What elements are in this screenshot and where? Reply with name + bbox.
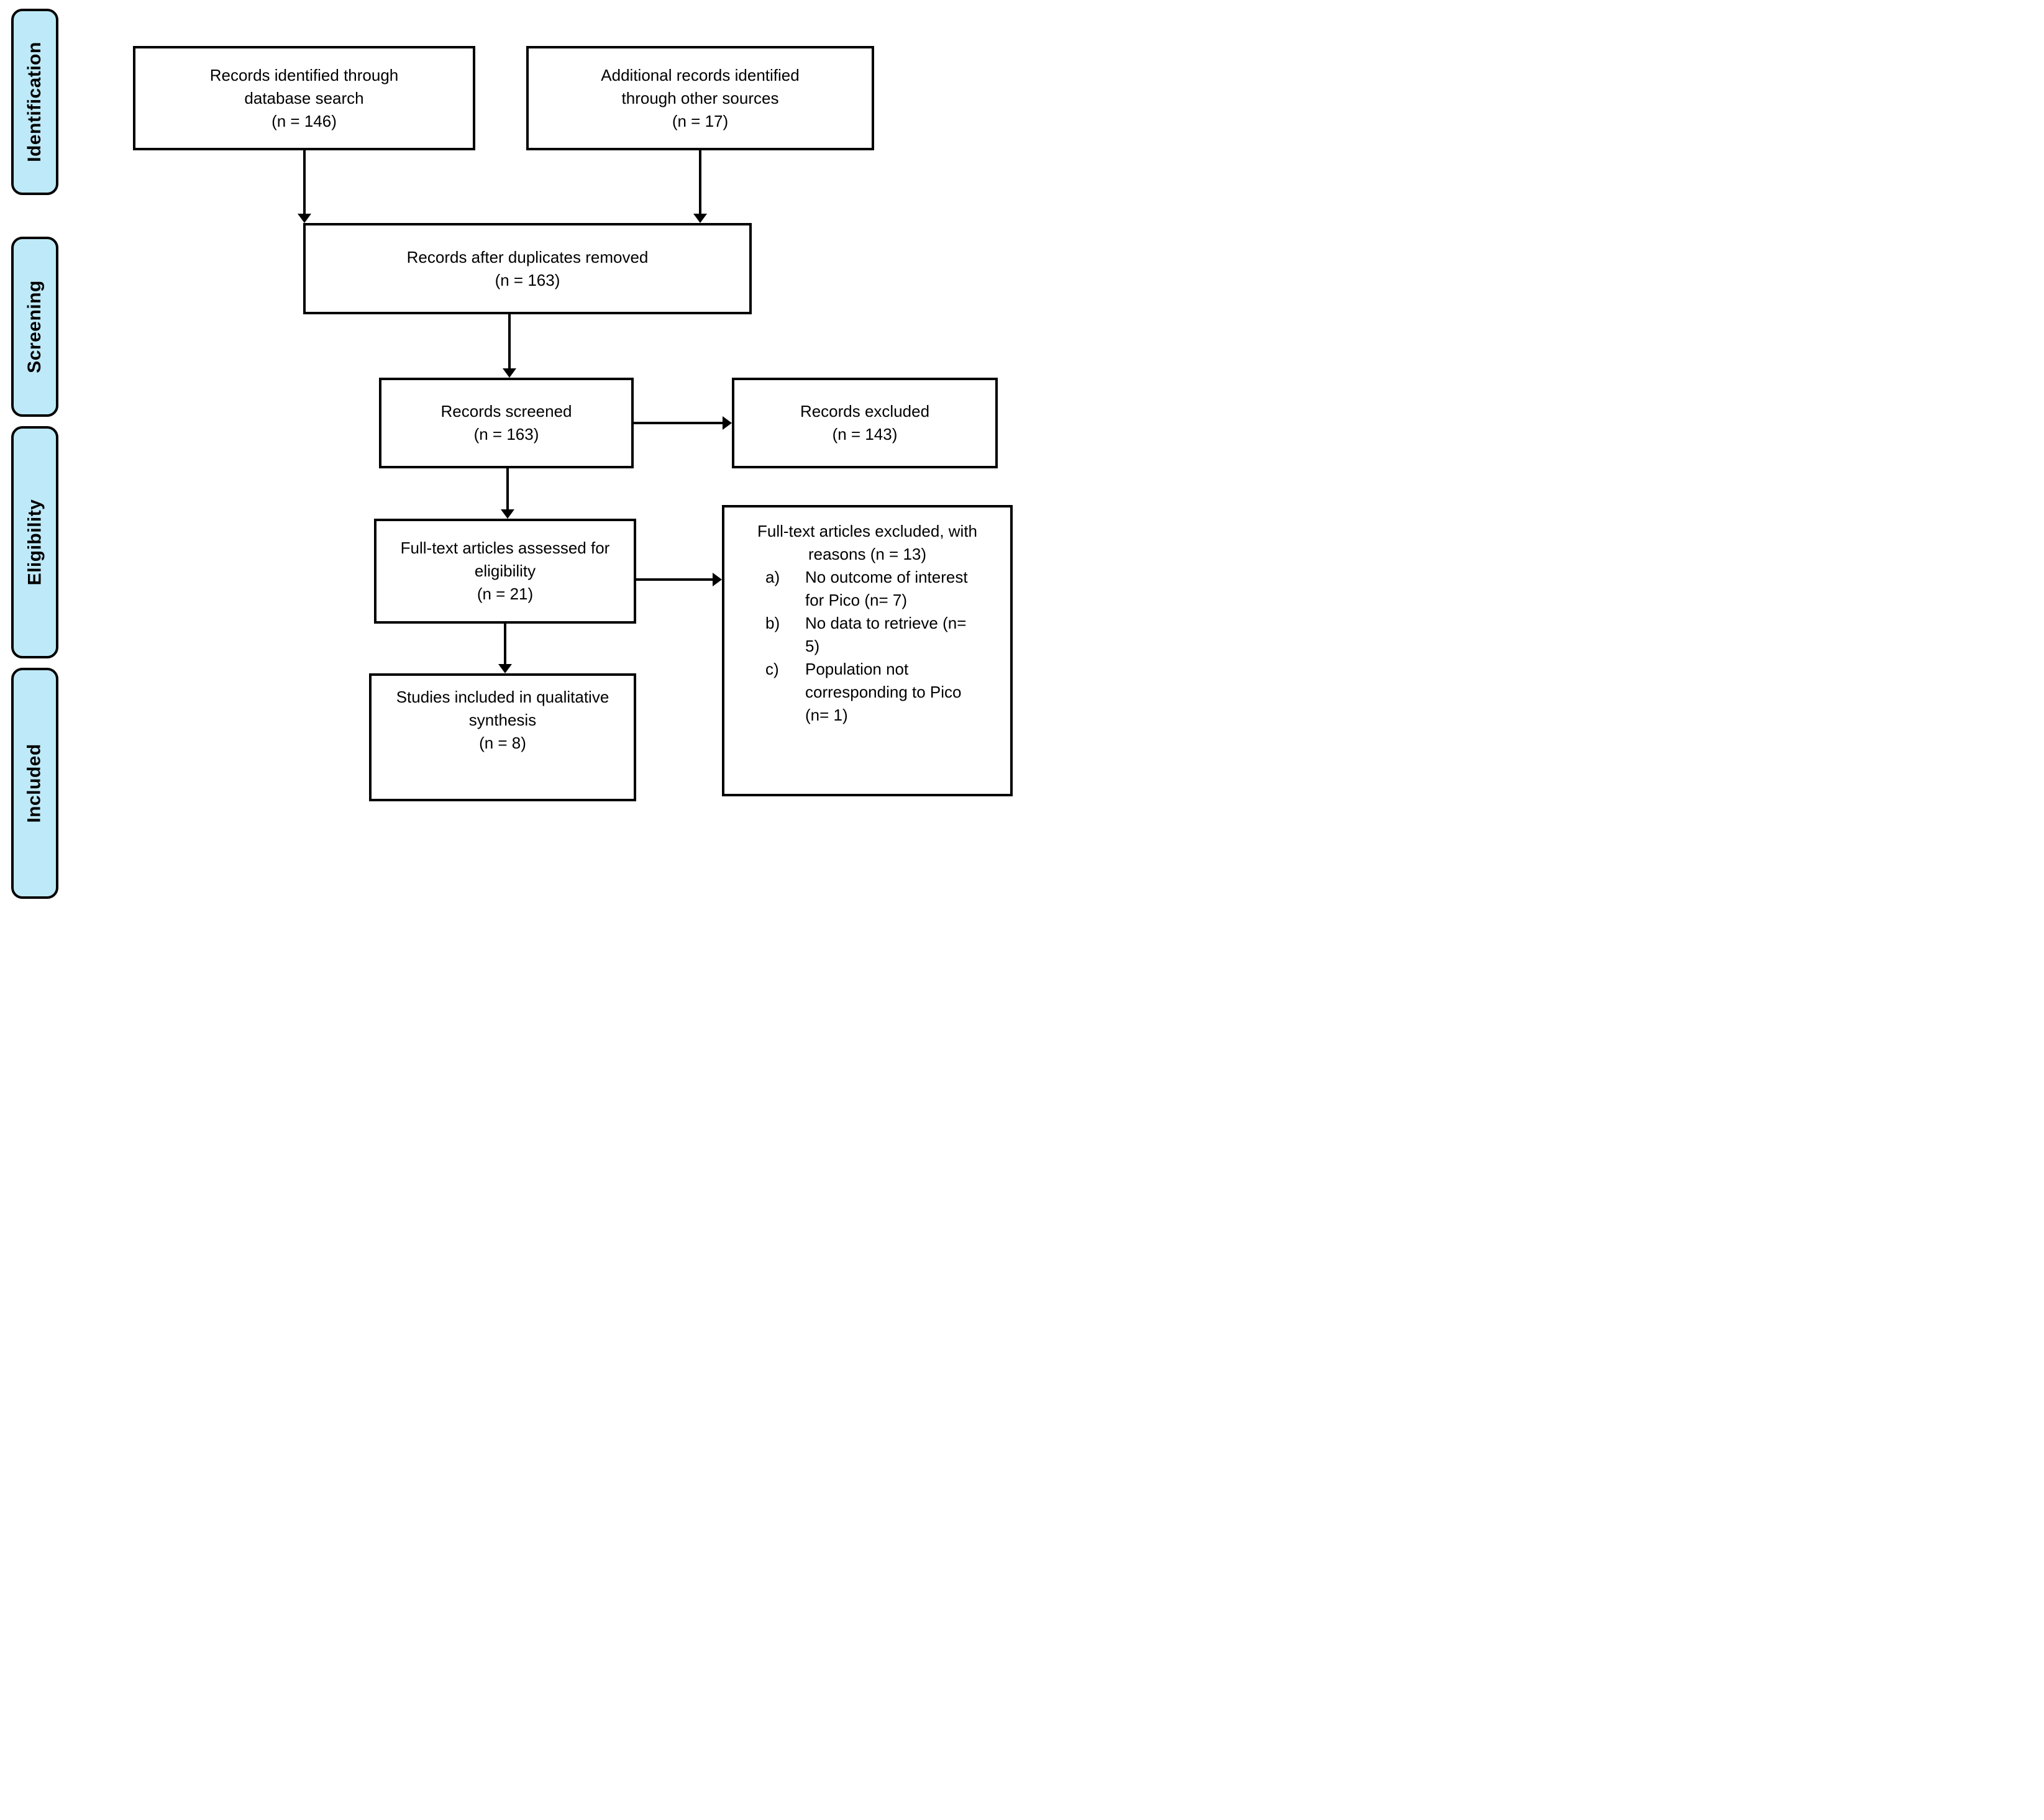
box-fulltext-assessed: Full-text articles assessed for eligibil…	[374, 519, 636, 624]
box-fulltext-excluded: Full-text articles excluded, with reason…	[722, 505, 1013, 796]
arrow-fulltext-to-reasons-head	[713, 573, 722, 586]
box-text-line: eligibility	[474, 562, 536, 580]
arrow-fulltext-to-reasons-line	[636, 578, 713, 581]
box-title-line: reasons (n = 13)	[808, 545, 927, 563]
box-records-excluded: Records excluded (n = 143)	[732, 378, 998, 468]
arrow-additional-to-duplicates-head	[693, 214, 707, 223]
exclusion-reason-c: c) Population not corresponding to Pico …	[765, 658, 1005, 727]
box-text-line: (n = 163)	[495, 270, 560, 289]
arrow-identified-to-duplicates-head	[298, 214, 311, 223]
stage-label-included: Included	[24, 744, 45, 823]
reason-marker: c)	[765, 660, 779, 678]
reason-marker: b)	[765, 614, 780, 632]
stage-identification: Identification	[11, 9, 58, 195]
reason-marker: a)	[765, 568, 780, 586]
box-text-line: synthesis	[468, 711, 537, 729]
box-text-line: Additional records identified	[601, 65, 800, 84]
box-studies-included: Studies included in qualitative synthesi…	[369, 673, 636, 801]
reason-text: No outcome of interest for Pico (n= 7)	[805, 566, 1005, 612]
box-text-line: Studies included in qualitative	[396, 688, 609, 706]
reason-text-line: (n= 1)	[805, 706, 848, 724]
box-text-line: database search	[244, 88, 364, 107]
box-text-line: (n = 21)	[477, 585, 534, 603]
stage-screening: Screening	[11, 237, 58, 417]
box-text-line: Records after duplicates removed	[406, 247, 649, 266]
box-text-line: Records screened	[440, 402, 572, 421]
arrow-fulltext-to-studies-line	[504, 624, 506, 665]
exclusion-reason-b: b) No data to retrieve (n= 5)	[765, 612, 1005, 658]
stage-eligibility: Eligibility	[11, 426, 58, 658]
arrow-fulltext-to-studies-head	[498, 664, 512, 673]
box-additional-records: Additional records identified through ot…	[526, 46, 874, 150]
stage-label-eligibility: Eligibility	[24, 499, 45, 586]
box-text-line: (n = 146)	[271, 111, 337, 130]
arrow-screened-to-excluded-head	[723, 416, 732, 430]
reason-text-line: No data to retrieve (n=	[805, 614, 967, 632]
arrow-identified-to-duplicates-line	[303, 150, 306, 214]
exclusion-reason-a: a) No outcome of interest for Pico (n= 7…	[765, 566, 1005, 612]
box-records-identified: Records identified through database sear…	[133, 46, 475, 150]
reason-text-line: corresponding to Pico	[805, 683, 962, 701]
stage-included: Included	[11, 668, 58, 899]
reason-text-line: 5)	[805, 637, 820, 655]
arrow-screened-to-fulltext-head	[501, 509, 514, 519]
arrow-additional-to-duplicates-line	[699, 150, 701, 214]
prisma-flow-diagram: Identification Screening Eligibility Inc…	[0, 0, 1022, 910]
box-text-line: (n = 17)	[672, 111, 729, 130]
box-text-line: through other sources	[621, 88, 779, 107]
box-text-line: Records identified through	[209, 65, 399, 84]
reason-text-line: No outcome of interest	[805, 568, 968, 586]
box-text-line: (n = 8)	[479, 734, 526, 752]
reason-text: No data to retrieve (n= 5)	[805, 612, 1005, 658]
reason-text-line: for Pico (n= 7)	[805, 591, 908, 609]
box-records-screened: Records screened (n = 163)	[379, 378, 634, 468]
box-text-line: Records excluded	[800, 402, 930, 421]
reason-text: Population not corresponding to Pico (n=…	[805, 658, 1005, 727]
box-text-line: Full-text articles assessed for	[400, 539, 610, 557]
arrow-duplicates-to-screened-head	[503, 368, 516, 378]
box-title-line: Full-text articles excluded, with	[757, 522, 978, 540]
box-after-duplicates: Records after duplicates removed (n = 16…	[303, 223, 752, 314]
box-text-line: (n = 163)	[473, 425, 539, 444]
stage-label-screening: Screening	[24, 280, 45, 373]
arrow-screened-to-excluded-line	[634, 422, 723, 424]
arrow-duplicates-to-screened-line	[508, 314, 511, 369]
arrow-screened-to-fulltext-line	[506, 468, 509, 510]
box-text-line: (n = 143)	[832, 425, 898, 444]
reason-text-line: Population not	[805, 660, 909, 678]
exclusion-reasons-list: a) No outcome of interest for Pico (n= 7…	[729, 566, 1005, 727]
stage-label-identification: Identification	[24, 42, 45, 162]
